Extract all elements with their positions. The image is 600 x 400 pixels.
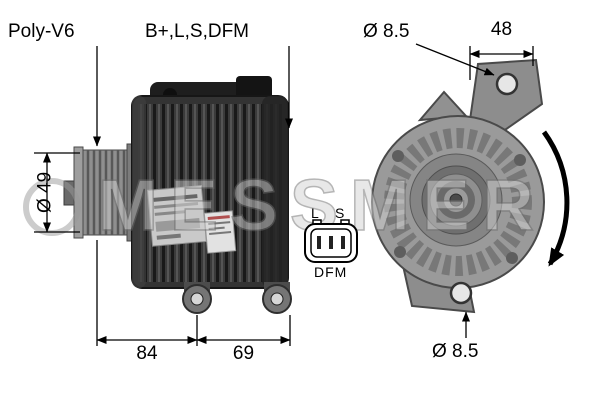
product-sticker: [147, 185, 207, 247]
housing-highlight: [132, 96, 146, 288]
belt-type-label: Poly-V6: [8, 21, 75, 42]
housing-shadow: [262, 96, 288, 288]
case-bolt: [394, 246, 406, 258]
connector-pin-s-label: S: [335, 205, 345, 221]
connector-inner: [310, 228, 352, 258]
case-bolt: [392, 150, 404, 162]
alternator-front-view: [63, 76, 292, 314]
mount-hole-left: [190, 292, 204, 306]
watermark: MESSMER: [23, 165, 546, 247]
case-bolt: [514, 154, 526, 166]
connector-pin: [341, 236, 345, 249]
connector-diagram: [304, 219, 358, 263]
connector-dfm-label: DFM: [314, 264, 348, 280]
hole-spacing-69-label: 69: [232, 343, 255, 364]
pulley-diameter-label: Ø 49: [34, 171, 56, 214]
top-ear-hole: [495, 72, 519, 96]
alternator-side-view: [371, 58, 545, 314]
watermark-logo: [23, 178, 81, 236]
hole-spacing-84-label: 84: [136, 343, 158, 364]
side-fin-ring: [384, 128, 532, 276]
terminal-config-label: B+,L,S,DFM: [145, 21, 249, 42]
connector-pin-l-label: L: [311, 205, 319, 221]
mounting-width-label: 48: [490, 19, 513, 40]
mount-hole-right: [270, 292, 284, 306]
rotation-direction-arrow: [541, 130, 570, 267]
barcode-label: [203, 210, 237, 254]
pulley-ribs: [86, 150, 126, 235]
watermark-text: MESSMER: [98, 166, 546, 246]
top-hole-leader: [415, 43, 495, 76]
bottom-hole-diameter-label: Ø 8.5: [432, 341, 479, 362]
dimension-lines: [34, 43, 534, 346]
shaft-nut: [449, 193, 463, 207]
bottom-ear-hole: [449, 281, 473, 305]
connector-pin: [317, 236, 321, 249]
case-bolt: [506, 252, 518, 264]
top-hole-diameter-label: Ø 8.5: [363, 21, 410, 42]
connector-pin: [329, 236, 333, 249]
